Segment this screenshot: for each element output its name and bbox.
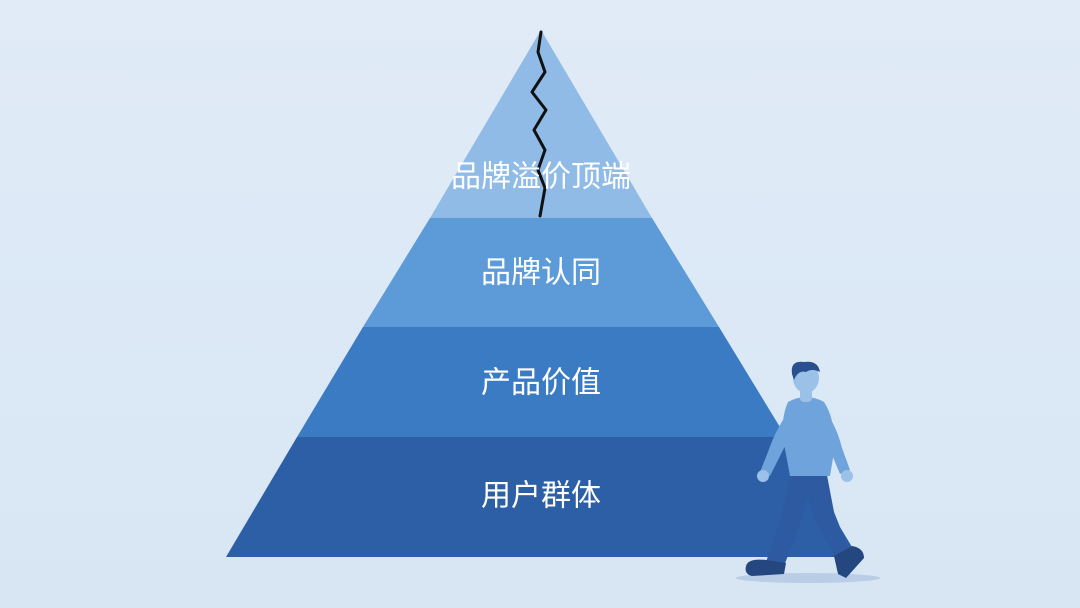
level-label-product-value: 产品价值 <box>481 366 601 401</box>
person-front-leg <box>800 470 850 558</box>
person-front-hand <box>841 470 853 482</box>
pyramid-level-identity <box>363 218 719 327</box>
person-back-arm <box>760 410 798 476</box>
person-back-leg <box>766 470 812 566</box>
level-label-user-base: 用户群体 <box>481 479 601 514</box>
level-label-top: 品牌溢价顶端 <box>451 160 631 195</box>
person-front-arm <box>816 406 850 474</box>
person-hair <box>791 361 820 380</box>
person-back-hand <box>757 470 769 482</box>
pyramid-level-top <box>430 30 652 218</box>
walking-person-illustration <box>745 361 864 578</box>
person-back-shoe <box>745 559 786 576</box>
pyramid-level-product-value <box>297 327 786 437</box>
pyramid-level-user-base <box>226 437 858 557</box>
person-front-shoe <box>834 546 864 578</box>
crack-line <box>530 30 548 218</box>
level-label-identity: 品牌认同 <box>481 256 601 291</box>
